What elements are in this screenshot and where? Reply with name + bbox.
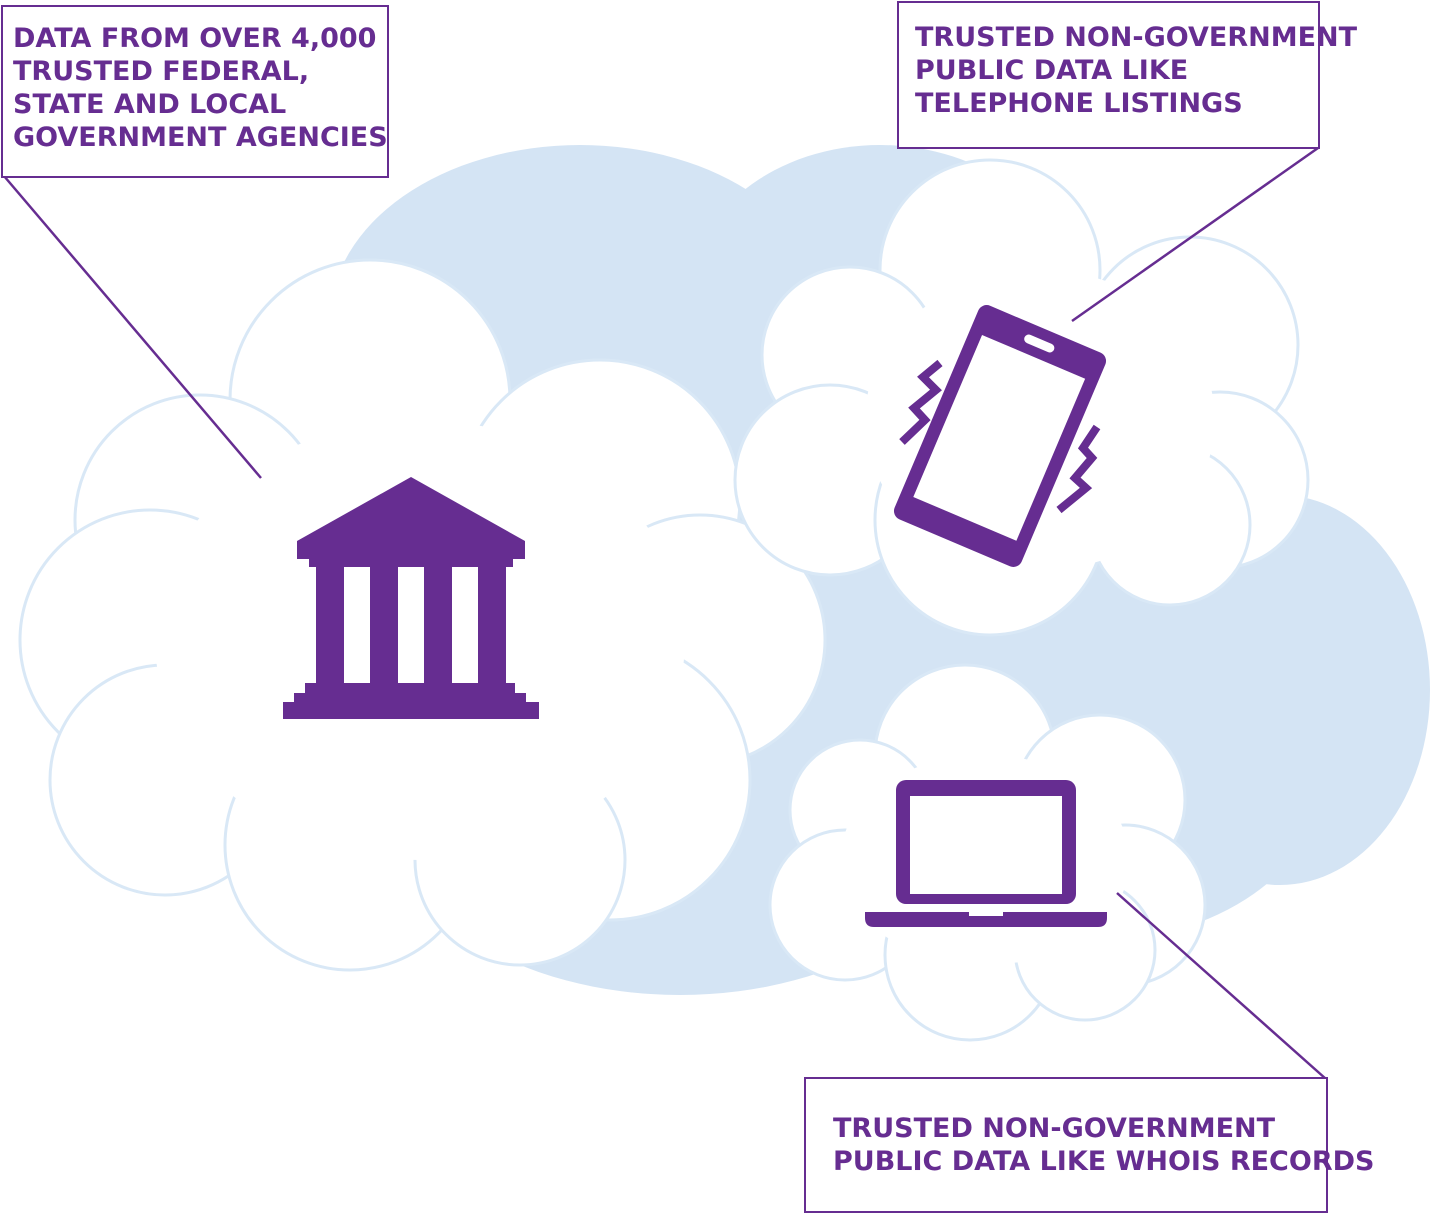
government-data-callout: DATA FROM OVER 4,000 TRUSTED FEDERAL, ST… — [1, 5, 389, 178]
callout-line: PUBLIC DATA LIKE — [915, 55, 1189, 86]
telephone-data-callout: TRUSTED NON-GOVERNMENT PUBLIC DATA LIKE … — [897, 1, 1358, 149]
callout-line: TRUSTED FEDERAL, — [13, 56, 310, 87]
connector-lines — [3, 146, 1327, 1080]
whois-data-callout: TRUSTED NON-GOVERNMENT PUBLIC DATA LIKE … — [804, 1077, 1375, 1213]
callout-line: STATE AND LOCAL — [13, 89, 287, 120]
callout-line: PUBLIC DATA LIKE WHOIS RECORDS — [833, 1146, 1375, 1177]
callout-line: DATA FROM OVER 4,000 — [13, 23, 377, 54]
callout-line: TRUSTED NON-GOVERNMENT — [915, 22, 1358, 53]
vibration-right-icon — [1056, 424, 1101, 514]
telephone-connector — [1071, 146, 1319, 323]
laptop-icon — [865, 780, 1107, 927]
government-cloud-fill — [155, 420, 685, 860]
callout-line: TELEPHONE LISTINGS — [915, 88, 1243, 119]
vibrating-phone-icon — [893, 305, 1107, 567]
callout-line: GOVERNMENT AGENCIES — [13, 122, 388, 153]
whois-connector — [1116, 892, 1327, 1080]
callout-line: TRUSTED NON-GOVERNMENT — [833, 1113, 1276, 1144]
government-building-icon — [283, 477, 539, 719]
government-connector — [3, 175, 262, 479]
vibration-left-icon — [899, 359, 943, 445]
